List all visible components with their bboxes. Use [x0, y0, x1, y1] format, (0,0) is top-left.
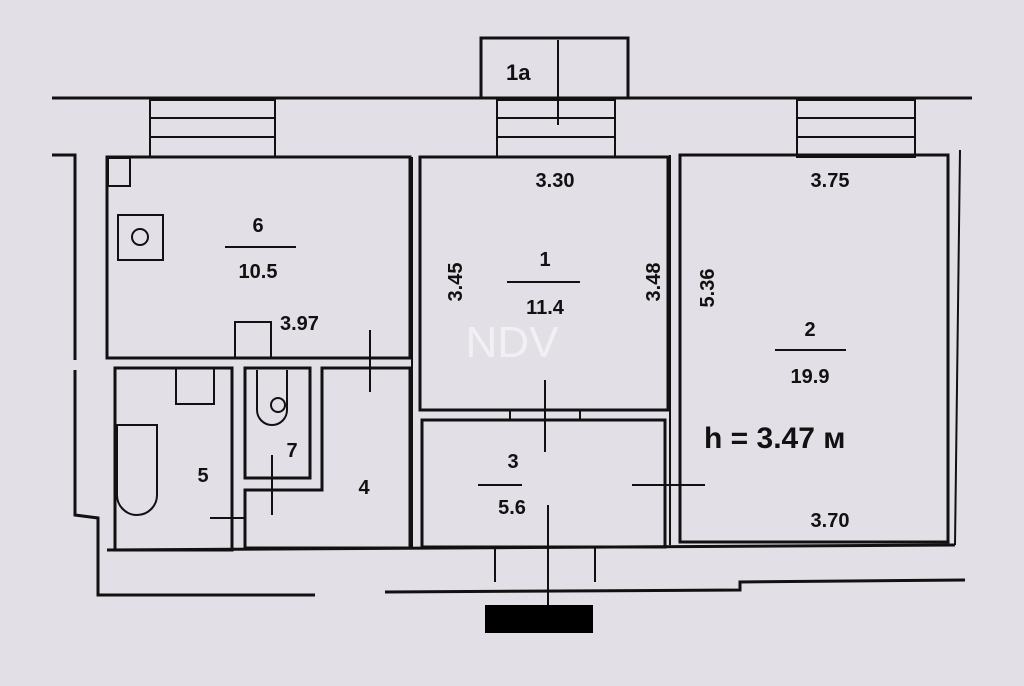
- room-3-number: 3: [507, 451, 518, 473]
- vent-icon: [234, 321, 272, 359]
- riser-icon: [107, 157, 131, 187]
- labels: 1а 6 10.5 3.97 3.30 1 11.4 3.45 3.48 3.7…: [197, 60, 849, 532]
- balcony-label: 1а: [506, 60, 531, 85]
- room-2: [678, 153, 950, 544]
- room-2-top: 3.75: [811, 170, 850, 192]
- room-5-number: 5: [197, 465, 208, 487]
- stove-icon: [117, 214, 164, 261]
- room-1-right: 3.48: [643, 263, 665, 302]
- room-6-number: 6: [252, 215, 263, 237]
- stove-burner-icon: [131, 228, 149, 246]
- window: [149, 99, 276, 158]
- toilet-icon: [256, 370, 288, 426]
- redaction-block: [485, 605, 593, 633]
- room-2-left: 5.36: [697, 269, 719, 308]
- room-6-width: 3.97: [280, 313, 319, 335]
- room-1-number: 1: [539, 249, 550, 271]
- watermark: NDV: [466, 318, 560, 367]
- room-7: [243, 366, 312, 480]
- room-4-number: 4: [358, 477, 370, 499]
- room-6: [105, 155, 412, 360]
- room-1-area: 11.4: [526, 297, 565, 319]
- room-3-area: 5.6: [498, 497, 526, 519]
- walls: [52, 36, 972, 633]
- room-1-width: 3.30: [536, 170, 575, 192]
- sink-icon: [175, 367, 215, 405]
- room-2-bottom: 3.70: [811, 510, 850, 532]
- window: [796, 99, 916, 158]
- ceiling-height: h = 3.47 м: [704, 422, 845, 455]
- room-2-area: 19.9: [791, 366, 830, 388]
- balcony-1a: [479, 36, 630, 100]
- room-7-number: 7: [286, 440, 297, 462]
- window: [496, 99, 616, 158]
- room-3: [420, 418, 667, 549]
- room-4: [243, 366, 412, 550]
- bathtub-icon: [116, 424, 158, 516]
- room-6-area: 10.5: [239, 261, 278, 283]
- dimension-ticks: [210, 40, 705, 630]
- room-1-left: 3.45: [445, 263, 467, 302]
- room-2-number: 2: [804, 319, 815, 341]
